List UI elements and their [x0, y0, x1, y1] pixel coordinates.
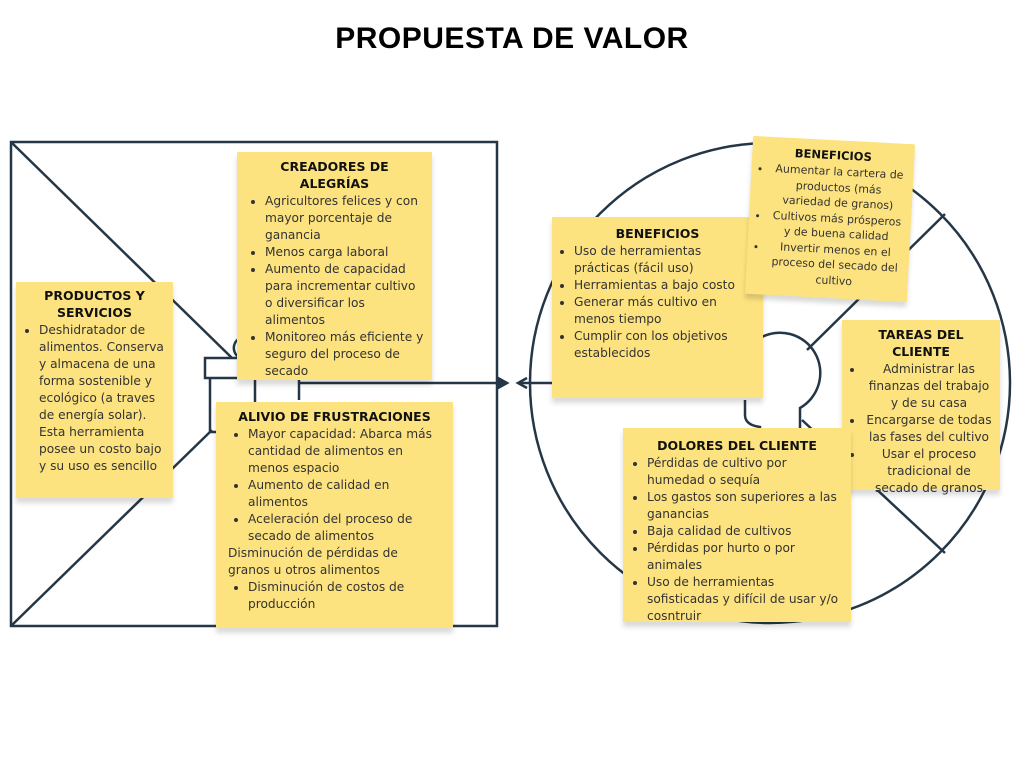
jobs-heading: TAREAS DEL CLIENTE — [878, 327, 964, 359]
list-item: Baja calidad de cultivos — [647, 523, 847, 540]
list-item: Pérdidas de cultivo por humedad o sequía — [647, 455, 847, 489]
list-item: Deshidratador de alimentos. Conserva y a… — [39, 322, 167, 475]
person-icon — [743, 331, 822, 437]
list-item: Herramientas a bajo costo — [574, 277, 759, 294]
note-gain-creators: CREADORES DE ALEGRÍAS Agricultores felic… — [237, 152, 432, 380]
note-gains-2: BENEFICIOS Aumentar la cartera de produc… — [744, 135, 916, 303]
gains-heading: BENEFICIOS — [615, 226, 700, 241]
list-item: Aceleración del proceso de secado de ali… — [248, 511, 441, 545]
arrow-left-head — [515, 376, 528, 390]
list-item: Mayor capacidad: Abarca más cantidad de … — [248, 426, 441, 477]
note-jobs: TAREAS DEL CLIENTE Administrar las finan… — [842, 320, 1000, 495]
note-gains: BENEFICIOS Uso de herramientas prácticas… — [552, 217, 763, 398]
list-item: Uso de herramientas prácticas (fácil uso… — [574, 243, 759, 277]
list-item: Aumento de calidad en alimentos — [248, 477, 441, 511]
list-item: Agricultores felices y con mayor porcent… — [265, 193, 424, 244]
plain-text: Disminución de pérdidas de granos u otro… — [228, 546, 398, 577]
list-item: Menos carga laboral — [265, 244, 424, 261]
note-pain-relievers: ALIVIO DE FRUSTRACIONES Mayor capacidad:… — [216, 402, 453, 628]
list-item: Cumplir con los objetivos establecidos — [574, 328, 759, 362]
list-item: Los gastos son superiores a las ganancia… — [647, 489, 847, 523]
pains-heading: DOLORES DEL CLIENTE — [657, 438, 817, 453]
gain-creators-heading: CREADORES DE ALEGRÍAS — [280, 159, 389, 191]
products-services-heading: PRODUCTOS Y SERVICIOS — [44, 288, 145, 320]
list-item: Encargarse de todas las fases del cultiv… — [864, 412, 994, 446]
list-item: Aumentar la cartera de productos (más va… — [770, 161, 908, 215]
diagonal-bottom — [11, 429, 213, 626]
list-item: Monitoreo más eficiente y seguro del pro… — [265, 329, 424, 380]
arrow-right-head — [496, 375, 510, 391]
note-products-services: PRODUCTOS Y SERVICIOS Deshidratador de a… — [16, 282, 173, 498]
list-item: Invertir menos en el proceso del secado … — [765, 238, 903, 292]
page-title: PROPUESTA DE VALOR — [335, 22, 689, 55]
list-item: Uso de herramientas sofisticadas y difíc… — [647, 574, 847, 625]
list-item: Usar el proceso tradicional de secado de… — [864, 446, 994, 497]
list-item: Disminución de costos de producción — [248, 579, 441, 613]
list-item: Aumento de capacidad para incrementar cu… — [265, 261, 424, 329]
note-pains: DOLORES DEL CLIENTE Pérdidas de cultivo … — [623, 428, 851, 625]
list-item: Pérdidas por hurto o por animales — [647, 540, 847, 574]
diagonal-top — [11, 142, 233, 359]
pain-relievers-heading: ALIVIO DE FRUSTRACIONES — [238, 409, 431, 424]
list-item: Administrar las finanzas del trabajo y d… — [864, 361, 994, 412]
list-item: Generar más cultivo en menos tiempo — [574, 294, 759, 328]
